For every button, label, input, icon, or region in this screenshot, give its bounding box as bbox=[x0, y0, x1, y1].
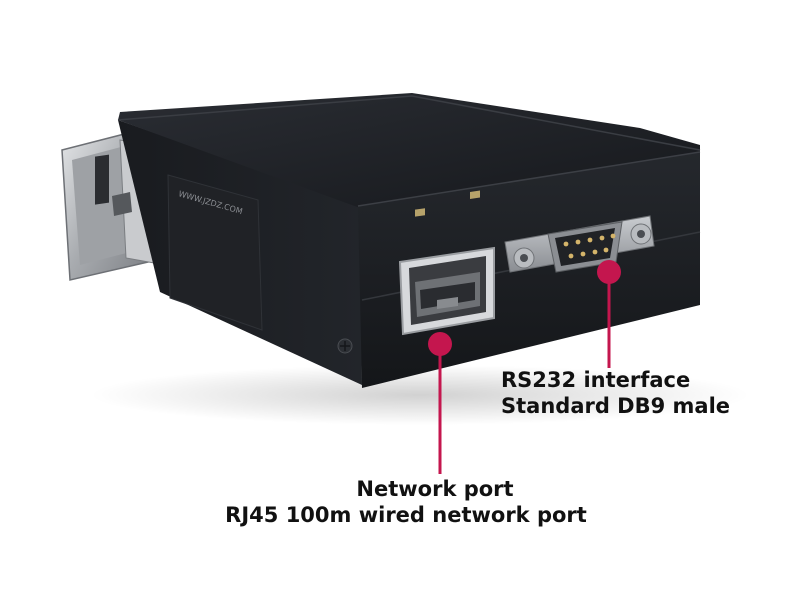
rs232-callout-marker bbox=[597, 260, 621, 368]
network-label-line1: Network port bbox=[356, 477, 514, 501]
ground-shadow bbox=[90, 365, 750, 425]
network-callout-marker bbox=[428, 332, 452, 474]
network-label: Network port RJ45 100m wired network por… bbox=[0, 476, 800, 528]
din-mount-plate bbox=[167, 174, 263, 331]
front-screw bbox=[337, 338, 353, 354]
rj45-port bbox=[398, 190, 495, 336]
device-front-face bbox=[358, 152, 700, 388]
network-label-line2: RJ45 100m wired network port bbox=[225, 503, 587, 527]
rs232-label: RS232 interface Standard DB9 male bbox=[501, 367, 730, 419]
rs232-label-line1: RS232 interface bbox=[501, 368, 691, 392]
db9-connector bbox=[504, 215, 655, 273]
rs232-label-line2: Standard DB9 male bbox=[501, 394, 731, 418]
